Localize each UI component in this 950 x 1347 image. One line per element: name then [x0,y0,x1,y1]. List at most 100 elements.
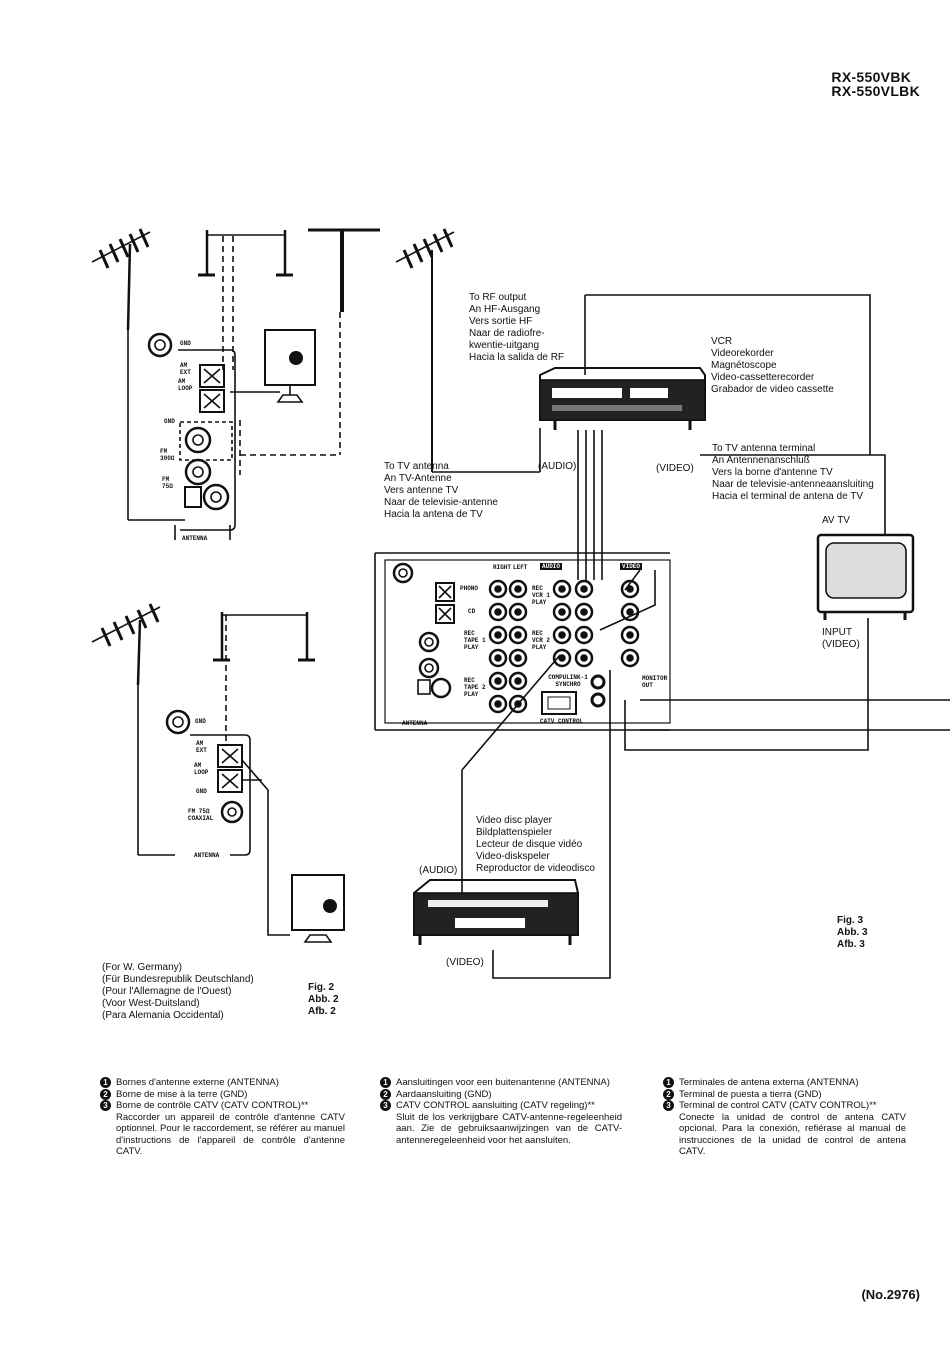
left-label: LEFT [513,564,528,571]
tape1-label: REC TAPE 1 PLAY [464,630,486,651]
yagi-antenna-icon-2 [91,603,175,856]
rca-jack-icon [552,648,572,668]
tv-antenna-terminal-label: To TV antenna terminal An Antennenanschl… [712,443,874,502]
tape2-label: REC TAPE 2 PLAY [464,677,486,698]
video-disc-player-label: Video disc player Bildplattenspieler Lec… [476,815,595,874]
fm75-label: FM 75Ω [162,476,173,490]
rca-jack-center-icon [626,585,634,593]
rca-jack-center-icon [514,677,522,685]
rca-jack-icon [488,625,508,645]
fig3-caption: Fig. 3 Abb. 3 Afb. 3 [837,915,868,950]
av-tv-label: AV TV [822,515,850,526]
rca-jack-icon [508,648,528,668]
cd-label: CD [468,608,476,615]
rca-jack-icon [508,602,528,622]
model-line-2: RX-550VLBK [831,83,920,99]
fm75-coaxial-label: FM 75Ω COAXIAL [188,808,214,822]
video-tag: VIDEO [620,563,643,570]
yagi-antenna-icon-3 [395,228,541,473]
gnd-label: GND [180,340,191,347]
rca-jack-center-icon [494,608,502,616]
rca-jack-icon [620,625,640,645]
page-number: (No.2976) [861,1287,920,1302]
compulink-label: COMPULINK-1 SYNCHRO [548,674,588,688]
rca-jack-center-icon [558,608,566,616]
rca-jack-center-icon [494,700,502,708]
am-loop-label: AM LOOP [178,378,193,392]
dipole-antenna-icon-2 [213,612,315,745]
vcr-illustration [539,367,706,430]
rca-jack-center-icon [494,585,502,593]
rca-jack-center-icon [514,608,522,616]
antenna-label-bottom: ANTENNA [192,852,222,859]
to-tv-antenna-label: To TV antenna An TV-Antenne Vers antenne… [384,461,498,520]
rca-jack-center-icon [626,631,634,639]
am-ext-label: AM EXT [180,362,191,376]
model-line-1: RX-550VBK [831,69,912,85]
right-label: RIGHT [493,564,512,571]
rca-jack-icon [488,671,508,691]
fm300-label: FM 300Ω [160,448,175,462]
phono-label: PHONO [460,585,479,592]
rca-jack-center-icon [558,585,566,593]
rf-output-label: To RF output An HF-Ausgang Vers sortie H… [469,292,565,363]
rca-jack-center-icon [514,654,522,662]
antenna-label-top: ANTENNA [180,535,210,542]
list-item-detail: Raccorder un appareil de contrôle d'ante… [116,1111,345,1158]
dipole-antenna-icon [198,230,293,277]
rca-jack-center-icon [514,631,522,639]
rca-jack-icon [488,648,508,668]
rca-jack-center-icon [580,608,588,616]
country-note: (For W. Germany) (Für Bundesrepublik Deu… [102,962,254,1021]
rca-jack-center-icon [626,608,634,616]
rca-jack-center-icon [626,654,634,662]
rca-jack-center-icon [580,631,588,639]
callout-2-icon [289,351,337,913]
gnd-label-2: GND [164,418,175,425]
yagi-antenna-icon [91,228,151,331]
rca-jack-icon [552,625,572,645]
rca-jack-icon [488,579,508,599]
rod-antenna-icon [308,228,380,312]
rca-jack-icon [552,602,572,622]
rca-jack-icon [574,648,594,668]
am-loop-label-bottom: AM LOOP [194,762,209,776]
am-ext-label-bottom: AM EXT [196,740,207,754]
rca-jack-center-icon [514,585,522,593]
video-disc-player-illustration [413,879,579,945]
video-label-2: (VIDEO) [446,957,484,968]
receiver-back-panel [374,552,950,731]
rca-jack-icon [488,694,508,714]
rca-jack-icon [508,579,528,599]
rca-jack-icon [508,671,528,691]
rca-jack-center-icon [494,677,502,685]
rca-jack-icon [508,625,528,645]
fig2-caption: Fig. 2 Abb. 2 Afb. 2 [308,982,339,1017]
antenna-panel-top [127,330,236,540]
rca-jack-center-icon [494,631,502,639]
vcr1-label: REC VCR 1 PLAY [532,585,551,606]
rca-jack-icon [488,602,508,622]
audio-label-2: (AUDIO) [419,865,458,876]
antenna-panel-bottom [165,709,290,936]
rca-jack-icon [552,579,572,599]
monitor-out-label: MONITOR OUT [642,675,668,689]
rca-jack-center-icon [494,654,502,662]
gnd-label-bottom-2: GND [196,788,207,795]
input-video-label: INPUT (VIDEO) [822,627,860,650]
tv-illustration [816,533,915,620]
rca-jack-icon [508,694,528,714]
rca-jack-icon [574,579,594,599]
list-item-detail: Sluit de los verkrijgbare CATV-antenne-r… [396,1111,622,1146]
